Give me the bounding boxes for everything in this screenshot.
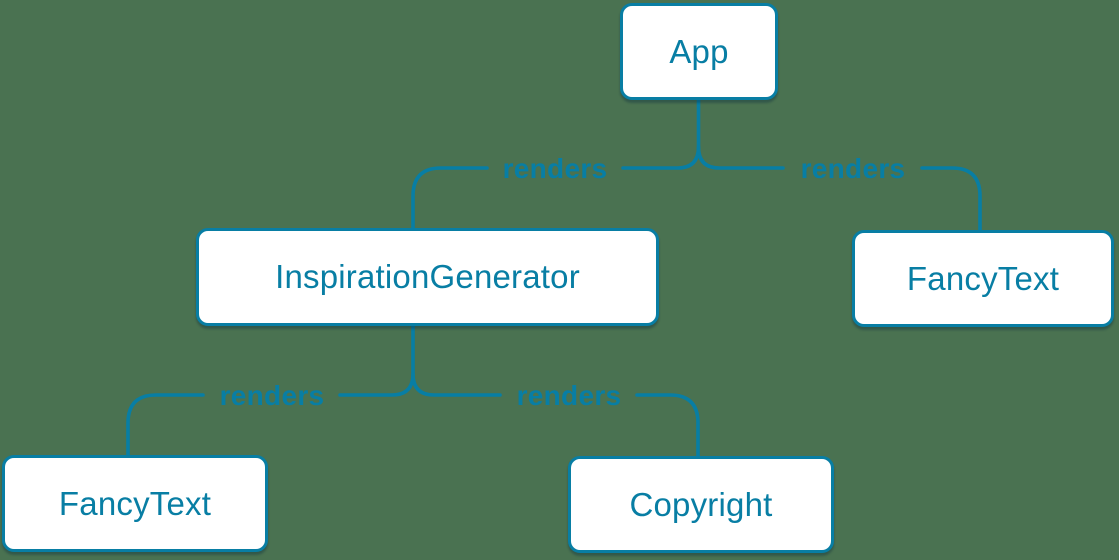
connector-app-fancytext — [920, 166, 982, 232]
node-copyright-label: Copyright — [629, 485, 773, 523]
node-app: App — [620, 3, 778, 100]
node-fancy-text-bottom: FancyText — [2, 455, 268, 552]
connector-inspiration-split-left — [338, 324, 415, 397]
edge-label-inspiration-copyright: renders — [516, 380, 622, 411]
node-fancy-text-top: FancyText — [852, 230, 1114, 327]
connector-inspiration-split-right — [411, 372, 502, 397]
node-fancy-text-top-label: FancyText — [906, 259, 1060, 297]
node-inspiration-generator-label: InspirationGenerator — [275, 258, 580, 295]
connector-app-inspirationgenerator — [411, 166, 489, 230]
node-fancy-text-bottom-label: FancyText — [58, 484, 212, 522]
node-app-label: App — [669, 32, 729, 70]
connector-app-split-right — [696, 145, 785, 170]
node-inspiration-generator: InspirationGenerator — [196, 228, 659, 326]
connector-inspiration-fancytext — [126, 393, 205, 457]
connector-app-split-left — [621, 98, 701, 170]
edge-label-app-inspirationgenerator: renders — [502, 153, 608, 184]
node-copyright: Copyright — [568, 456, 834, 553]
connector-inspiration-copyright — [635, 393, 700, 458]
edge-label-app-fancytext: renders — [800, 153, 906, 184]
edge-label-inspiration-fancytext: renders — [219, 380, 325, 411]
